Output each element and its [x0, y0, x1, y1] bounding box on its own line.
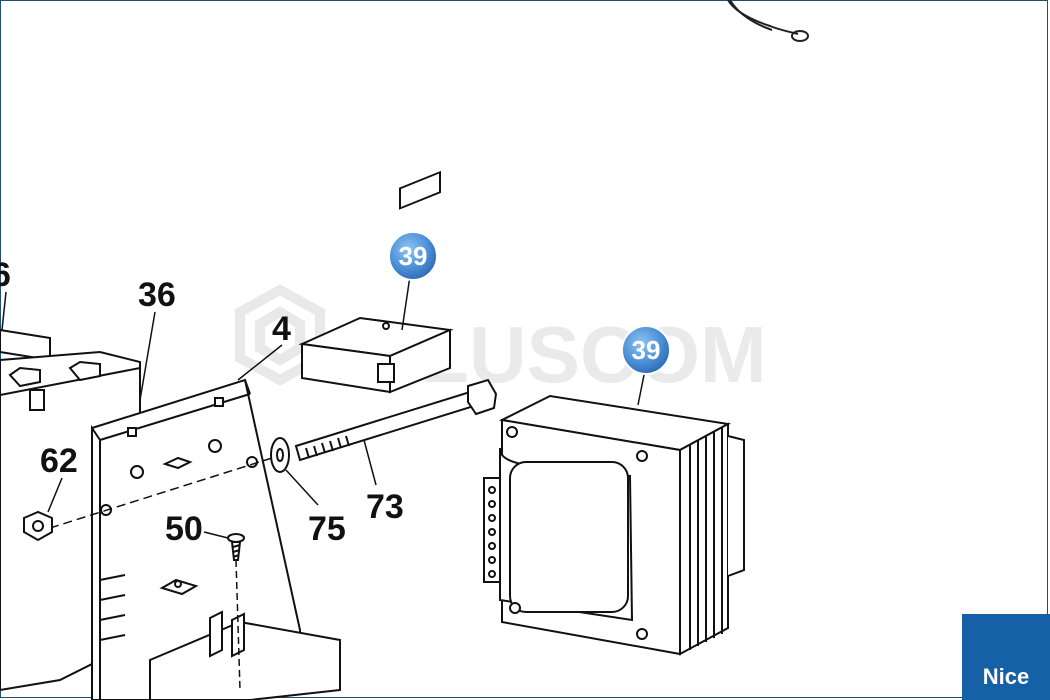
part-label-62: 62	[40, 442, 78, 480]
callout-text-relay: 39	[399, 241, 428, 271]
assembly-axis	[49, 457, 273, 529]
part-label-6: 6	[0, 256, 11, 294]
bolt	[294, 378, 498, 462]
brand-logo: Nice	[962, 614, 1050, 700]
callout-text-transformer: 39	[632, 335, 661, 365]
callout-badge-transformer[interactable]: 39	[621, 325, 671, 375]
ground-cable	[727, 0, 809, 42]
part-label-75: 75	[308, 510, 346, 548]
nut	[23, 510, 53, 542]
washer	[270, 437, 290, 473]
part-label-50: 50	[165, 510, 203, 548]
leader-lines	[1, 275, 646, 539]
brand-name: Nice	[982, 664, 1030, 689]
part-label-73: 73	[366, 488, 404, 526]
part-label-4: 4	[272, 310, 291, 348]
callout-badge-relay[interactable]: 39	[388, 231, 438, 281]
screw	[227, 533, 245, 691]
relay-component	[298, 170, 454, 394]
mounting-bracket	[91, 378, 341, 700]
part-label-36: 36	[138, 276, 176, 314]
transformer	[483, 394, 745, 656]
